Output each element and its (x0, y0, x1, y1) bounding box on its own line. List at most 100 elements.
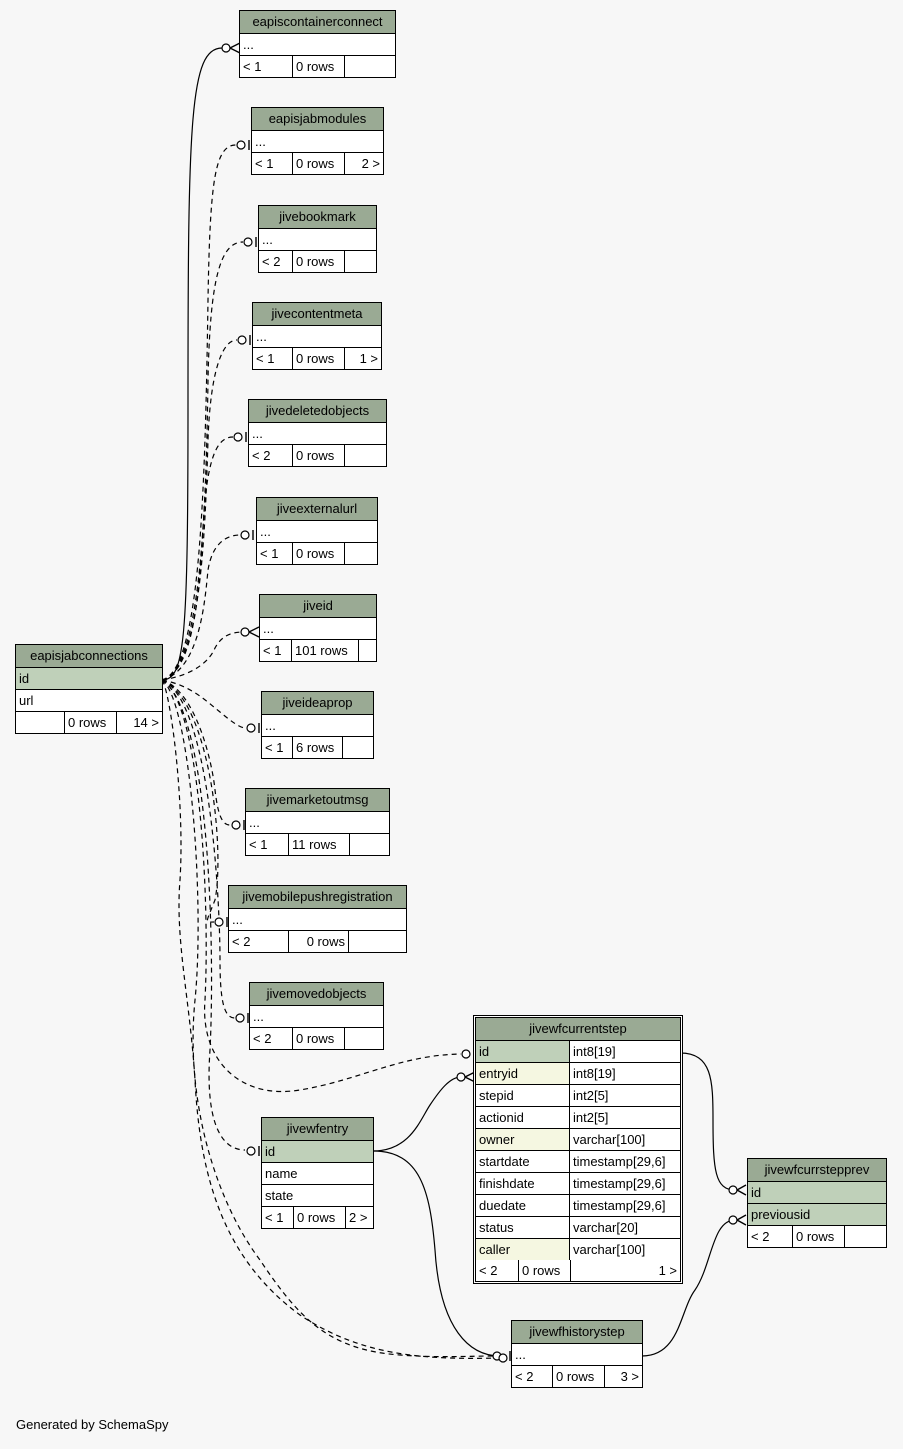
column-placeholder: ... (260, 524, 271, 539)
parents-count: < 2 (262, 254, 281, 269)
edge-eapiscontainerconnect (161, 47, 223, 681)
table-eapisjabconnections[interactable]: eapisjabconnections id url 0 rows 14 > (15, 644, 163, 734)
parents-count: < 1 (243, 59, 262, 74)
column-type: int2[5] (569, 1107, 680, 1128)
column-type: varchar[100] (569, 1239, 680, 1260)
column-placeholder: ... (249, 815, 260, 830)
column-id: id (751, 1185, 762, 1200)
table-title: jiveexternalurl (257, 498, 377, 521)
table-title: jivecontentmeta (253, 303, 381, 326)
children-count (344, 251, 376, 272)
row-count: 101 rows (291, 640, 358, 661)
column-placeholder: ... (243, 37, 254, 52)
column-name: entryid (476, 1063, 569, 1084)
children-count: 3 > (604, 1366, 642, 1387)
table-jiveexternalurl[interactable]: jiveexternalurl ... < 1 0 rows (256, 497, 378, 565)
children-count: 14 > (116, 712, 162, 733)
edge-historystep-currstepprev (641, 1219, 736, 1357)
column-id: id (19, 671, 30, 686)
children-count: 1 > (344, 348, 381, 369)
edge-jiveexternalurl (161, 534, 241, 681)
parents-count: < 1 (256, 351, 275, 366)
table-jiveid[interactable]: jiveid ... < 1 101 rows (259, 594, 377, 662)
table-jiveideaprop[interactable]: jiveideaprop ... < 1 6 rows (261, 691, 374, 759)
column-name: status (479, 1220, 514, 1235)
parents-count: < 1 (265, 740, 284, 755)
column-url: url (19, 693, 34, 708)
row-count: 0 rows (292, 56, 344, 77)
table-title: jivedeletedobjects (249, 400, 386, 423)
column-type: varchar[20] (569, 1217, 680, 1238)
table-jivewfentry[interactable]: jivewfentry id name state < 1 0 rows 2 > (261, 1117, 374, 1229)
row-count: 0 rows (292, 251, 344, 272)
children-count (344, 445, 386, 466)
table-eapisjabmodules[interactable]: eapisjabmodules ... < 1 0 rows 2 > (251, 107, 384, 175)
column-placeholder: ... (255, 134, 266, 149)
column-type: timestamp[29,6] (569, 1195, 680, 1216)
column-name: caller (476, 1239, 569, 1260)
table-jivemarketoutmsg[interactable]: jivemarketoutmsg ... < 1 11 rows (245, 788, 390, 856)
table-jivedeletedobjects[interactable]: jivedeletedobjects ... < 2 0 rows (248, 399, 387, 467)
row-count: 0 rows (64, 712, 116, 733)
table-jivewfcurrstepprev[interactable]: jivewfcurrstepprev id previousid < 2 0 r… (747, 1158, 887, 1248)
table-jivemobilepushregistration[interactable]: jivemobilepushregistration ... < 2 0 row… (228, 885, 407, 953)
children-count: 1 > (570, 1260, 680, 1281)
table-title: jivewfcurrentstep (476, 1018, 680, 1041)
edge-jivecontentmeta (161, 339, 238, 681)
edge-jivedeletedobjects (161, 436, 234, 681)
column-name: name (265, 1166, 298, 1181)
column-placeholder: ... (515, 1347, 526, 1362)
table-jivebookmark[interactable]: jivebookmark ... < 2 0 rows (258, 205, 377, 273)
parents-count: < 1 (265, 1210, 284, 1225)
children-count (348, 931, 406, 952)
column-name: id (476, 1041, 569, 1062)
row-count: 0 rows (292, 543, 344, 564)
table-jivecontentmeta[interactable]: jivecontentmeta ... < 1 0 rows 1 > (252, 302, 382, 370)
parents-count (16, 712, 64, 733)
column-type: int2[5] (569, 1085, 680, 1106)
table-jivemovedobjects[interactable]: jivemovedobjects ... < 2 0 rows (249, 982, 384, 1050)
column-name: stepid (479, 1088, 514, 1103)
table-jivewfhistorystep[interactable]: jivewfhistorystep ... < 2 0 rows 3 > (511, 1320, 643, 1388)
table-title: jivebookmark (259, 206, 376, 229)
column-row: stepid int2[5] (476, 1085, 680, 1107)
table-title: jivemovedobjects (250, 983, 383, 1006)
table-eapiscontainerconnect[interactable]: eapiscontainerconnect ... < 1 0 rows (239, 10, 396, 78)
column-type: timestamp[29,6] (569, 1151, 680, 1172)
row-count: 0 rows (292, 153, 344, 174)
generated-by-footer: Generated by SchemaSpy (16, 1417, 169, 1432)
parents-count: < 2 (515, 1369, 534, 1384)
children-count (358, 640, 376, 661)
children-count: 2 > (345, 1207, 373, 1228)
row-count: 0 rows (518, 1260, 570, 1281)
column-name: actionid (479, 1110, 524, 1125)
row-count: 0 rows (792, 1226, 844, 1247)
column-placeholder: ... (252, 426, 263, 441)
table-title: jivewfhistorystep (512, 1321, 642, 1344)
parents-count: < 1 (249, 837, 268, 852)
edge-jivewfhistorystep-a (161, 679, 494, 1358)
parents-count: < 1 (263, 643, 282, 658)
column-placeholder: ... (256, 329, 267, 344)
edge-jivewfentry-currentstep (372, 1076, 462, 1152)
column-type: int8[19] (569, 1063, 680, 1084)
column-name: finishdate (479, 1176, 535, 1191)
column-row: status varchar[20] (476, 1217, 680, 1239)
edge-eapisjabmodules (161, 144, 237, 681)
row-count: 0 rows (288, 931, 348, 952)
row-count: 11 rows (288, 834, 349, 855)
edge-jivewfentry (161, 679, 246, 1151)
table-title: eapisjabconnections (16, 645, 162, 668)
column-placeholder: ... (262, 232, 273, 247)
parents-count: < 2 (232, 934, 251, 949)
edge-currentstep-currstepprev (679, 1052, 736, 1191)
edge-jivemarketoutmsg (161, 679, 231, 826)
column-placeholder: ... (263, 621, 274, 636)
edge-jivewfcurrentstep-id (161, 679, 462, 1092)
